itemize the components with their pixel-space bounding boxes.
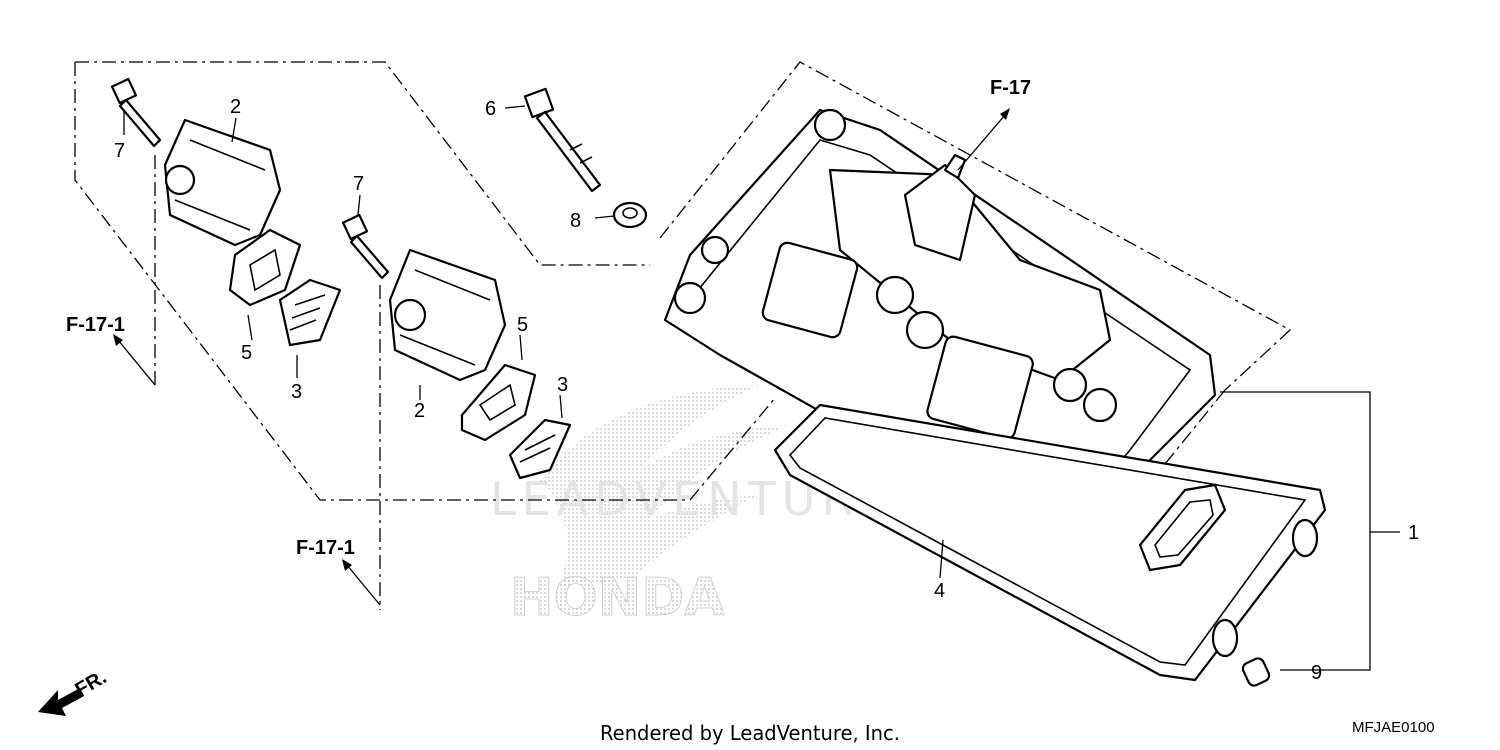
group-boundary-left	[74, 61, 776, 610]
callout-3-left: 3	[291, 381, 302, 403]
callout-7-left: 7	[114, 140, 125, 162]
ref-arrow-f171-left	[113, 334, 156, 386]
gasket-4	[773, 403, 1327, 682]
connector-3-middle	[508, 418, 572, 480]
credit-text: Rendered by LeadVenture, Inc.	[600, 721, 900, 745]
ref-arrow-f171-middle	[342, 559, 381, 606]
ref-arrow-f17	[957, 108, 1010, 171]
reference-f17-1-left: F-17-1	[66, 314, 125, 336]
connector-3-left	[278, 278, 342, 347]
callout-4: 4	[934, 580, 945, 602]
washer-8	[612, 201, 648, 229]
callout-3-middle: 3	[557, 374, 568, 396]
grommet-9	[1241, 657, 1271, 687]
front-direction-arrow: FR.	[38, 666, 110, 716]
diagram-code: MFJAE0100	[1352, 719, 1435, 736]
callout-5-middle: 5	[517, 314, 528, 336]
leader-lines	[123, 105, 1400, 671]
callout-1: 1	[1408, 522, 1419, 544]
coil-cover-2-left	[163, 118, 282, 247]
bolt-6	[523, 87, 602, 193]
coil-cover-2-middle	[388, 248, 507, 382]
honda-wing-watermark	[540, 385, 790, 585]
cylinder-head-cover-1	[663, 108, 1217, 542]
reference-f17: F-17	[990, 77, 1031, 99]
callout-2-middle: 2	[414, 400, 425, 422]
callout-2-left: 2	[230, 96, 241, 118]
callout-8: 8	[570, 210, 581, 232]
callout-5-left: 5	[241, 342, 252, 364]
callout-6: 6	[485, 98, 496, 120]
honda-logo-watermark: HONDA	[510, 568, 725, 628]
reference-f17-1-middle: F-17-1	[296, 537, 355, 559]
grommet-5-middle	[460, 363, 537, 442]
callout-9: 9	[1311, 662, 1322, 684]
callout-7-middle: 7	[353, 173, 364, 195]
plug-hole-seal	[1138, 483, 1227, 572]
bolt-7-middle	[341, 213, 390, 280]
bolt-7-left	[110, 77, 162, 148]
grommet-5-left	[228, 228, 302, 307]
